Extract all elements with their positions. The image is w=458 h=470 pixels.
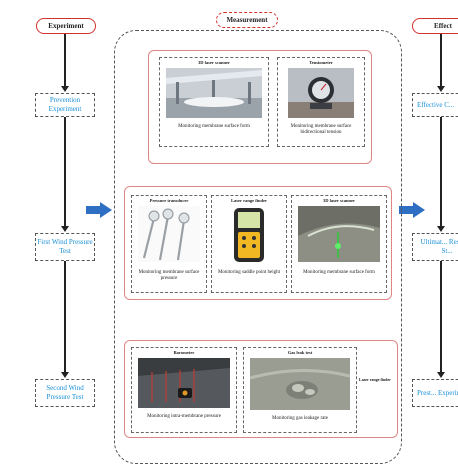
item-caption: Monitoring membrane surface bidirectiona… [290, 124, 352, 135]
item-title: Pressure transducer [149, 198, 189, 203]
hall-photo-icon [166, 68, 262, 118]
panel1-item-tensiometer: Tensiometer Monitoring membrane surface … [277, 57, 365, 147]
pressure-sensors-photo-icon [138, 206, 200, 262]
effect-step-1: Effective C... [412, 93, 458, 117]
panel1-item-laser-scanner: 3D laser scanner Monitoring membrane sur… [159, 57, 269, 147]
item-title: 3D laser scanner [323, 198, 355, 203]
item-caption: Monitoring membrane surface form [303, 270, 375, 275]
panel3-item-gas-leak-test: Gas leak test Monitoring gas leakage rat… [243, 347, 357, 433]
flow-step-prevention: Prevention Experiment [35, 93, 95, 117]
tensiometer-photo-icon [288, 68, 354, 118]
effect-step-3: Prest... Experimen... [412, 379, 458, 407]
panel2-item-laser-scanner: 3D laser scanner Monitoring membrane sur… [291, 195, 387, 293]
panel3-item-barometer: Barometer Monitoring intra-membrane pres… [131, 347, 237, 433]
item-title: Gas leak test [287, 350, 313, 355]
item-title: 3D laser scanner [198, 60, 230, 65]
item-title: Laser range finder [231, 198, 267, 203]
range-finder-photo-icon [234, 208, 264, 262]
measurement-panel-3: Barometer Monitoring intra-membrane pres… [124, 340, 398, 438]
effect-header: Effect [412, 18, 458, 34]
measurement-panel-1: 3D laser scanner Monitoring membrane sur… [148, 50, 372, 164]
item-caption: Monitoring membrane surface pressure [138, 270, 200, 281]
item-caption: Monitoring intra-membrane pressure [147, 414, 221, 419]
effect-step-2: Ultimat... Residual St... [412, 233, 458, 261]
arrow-to-measurement-icon [86, 202, 112, 218]
item-title: Barometer [173, 350, 195, 355]
measurement-header: Measurement [216, 12, 278, 28]
laser-range-finder-side-label: Laser range finder [359, 377, 391, 382]
item-caption: Monitoring membrane surface form [178, 124, 250, 129]
membrane-scan-photo-icon [298, 206, 380, 262]
item-caption: Monitoring gas leakage rate [272, 416, 328, 421]
panel2-item-pressure-transducer: Pressure transducer Monitoring membrane … [131, 195, 207, 293]
item-title: Tensiometer [309, 60, 333, 65]
arrow-to-effect-icon [399, 202, 425, 218]
flow-step-second-wind: Second Wind Pressure Test [35, 379, 95, 407]
measurement-panel-2: Pressure transducer Monitoring membrane … [124, 186, 392, 300]
barometer-photo-icon [138, 358, 230, 408]
panel2-item-laser-range-finder: Laser range finder Monitoring saddle poi… [211, 195, 287, 293]
gas-leak-photo-icon [250, 358, 350, 410]
experiment-header: Experiment [36, 18, 96, 34]
measurement-container [114, 30, 402, 464]
flow-step-first-wind: First Wind Pressure Test [35, 233, 95, 261]
item-caption: Monitoring saddle point height [217, 270, 281, 275]
